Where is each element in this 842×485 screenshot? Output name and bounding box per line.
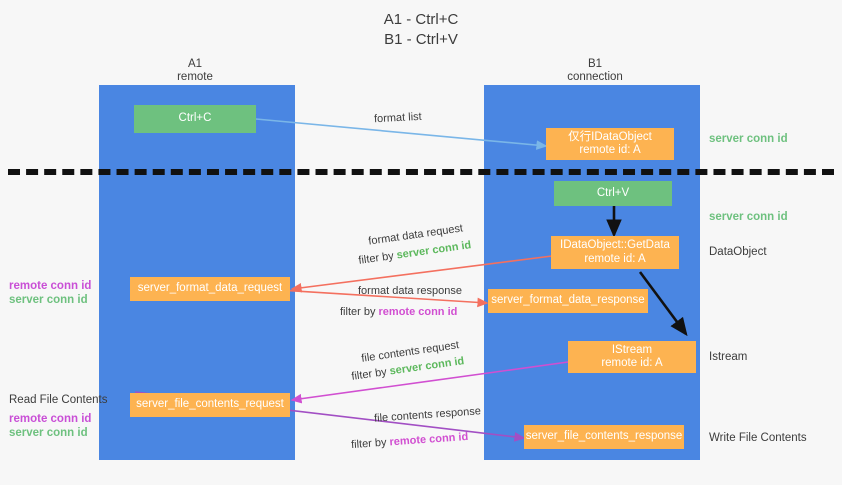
- side-label-istream: Istream: [709, 351, 748, 363]
- box-istream-line1: IStream: [611, 343, 653, 356]
- box-fmt-req-label: server_format_data_request: [137, 282, 283, 295]
- filter-prefix-1: filter by: [357, 249, 398, 267]
- box-idataobject-getdata[interactable]: IDataObject::GetData remote id: A: [551, 236, 679, 269]
- side-label-remote-conn-id-1: remote conn id: [9, 280, 92, 292]
- side-label-server-conn-id-mid: server conn id: [709, 211, 788, 223]
- box-istream[interactable]: IStream remote id: A: [568, 341, 696, 373]
- annotation-file-contents-response-filter: filter by remote conn id: [351, 430, 469, 452]
- title-line-1: A1 - Ctrl+C: [383, 11, 459, 28]
- box-file-resp-label: server_file_contents_response: [525, 430, 683, 443]
- box-ctrl-v-label: Ctrl+V: [596, 186, 630, 199]
- box-getdata-line1: IDataObject::GetData: [560, 239, 670, 251]
- filter-prefix-4: filter by: [350, 436, 390, 452]
- title-line-2: B1 - Ctrl+V: [384, 31, 458, 48]
- side-label-write-file-contents: Write File Contents: [709, 432, 807, 444]
- horizontal-dashed-divider: [8, 169, 834, 175]
- filter-prefix-2: filter by: [340, 306, 379, 318]
- box-server-format-data-request[interactable]: server_format_data_request: [130, 277, 290, 301]
- side-label-read-file-contents: Read File Contents: [9, 394, 108, 406]
- lane-b1-sub: connection: [567, 71, 623, 83]
- side-label-remote-conn-id-2: remote conn id: [9, 413, 92, 425]
- annotation-file-contents-response: file contents response: [373, 405, 482, 425]
- annotation-format-list: format list: [373, 110, 422, 126]
- box-fmt-resp-label: server_format_data_response: [491, 294, 645, 307]
- lane-header-a1: A1 remote: [120, 58, 270, 84]
- box-ctrl-c-label: Ctrl+C: [178, 112, 212, 125]
- lane-b1-name: B1: [587, 58, 603, 70]
- box-idataobject-line2: remote id: A: [579, 144, 641, 156]
- annotation-format-data-response-filter: filter by remote conn id: [340, 305, 457, 319]
- annotation-format-data-response: format data response: [358, 285, 462, 297]
- side-label-server-conn-id-1: server conn id: [9, 294, 88, 306]
- filter-key-2: remote conn id: [378, 306, 458, 318]
- side-label-server-conn-id-2: server conn id: [9, 427, 88, 439]
- lane-header-b1: B1 connection: [520, 58, 670, 84]
- box-ctrl-c[interactable]: Ctrl+C: [134, 105, 256, 133]
- lane-a1-name: A1: [187, 58, 203, 70]
- page-title: A1 - Ctrl+C B1 - Ctrl+V: [0, 10, 842, 50]
- box-idataobject[interactable]: 仅行IDataObject remote id: A: [546, 128, 674, 160]
- side-label-server-conn-id-top: server conn id: [709, 133, 788, 145]
- filter-prefix-3: filter by: [350, 365, 391, 383]
- box-getdata-line2: remote id: A: [584, 252, 646, 265]
- box-server-format-data-response[interactable]: server_format_data_response: [488, 289, 648, 313]
- box-idataobject-line1: 仅行IDataObject: [568, 130, 652, 143]
- box-server-file-contents-request[interactable]: server_file_contents_request: [130, 393, 290, 417]
- box-ctrl-v[interactable]: Ctrl+V: [554, 181, 672, 206]
- side-label-dataobject: DataObject: [709, 246, 767, 258]
- box-istream-line2: remote id: A: [601, 357, 663, 369]
- box-file-req-label: server_file_contents_request: [136, 398, 284, 411]
- filter-key-4: remote conn id: [389, 430, 469, 449]
- lane-a1-sub: remote: [177, 71, 213, 83]
- box-server-file-contents-response[interactable]: server_file_contents_response: [524, 425, 684, 449]
